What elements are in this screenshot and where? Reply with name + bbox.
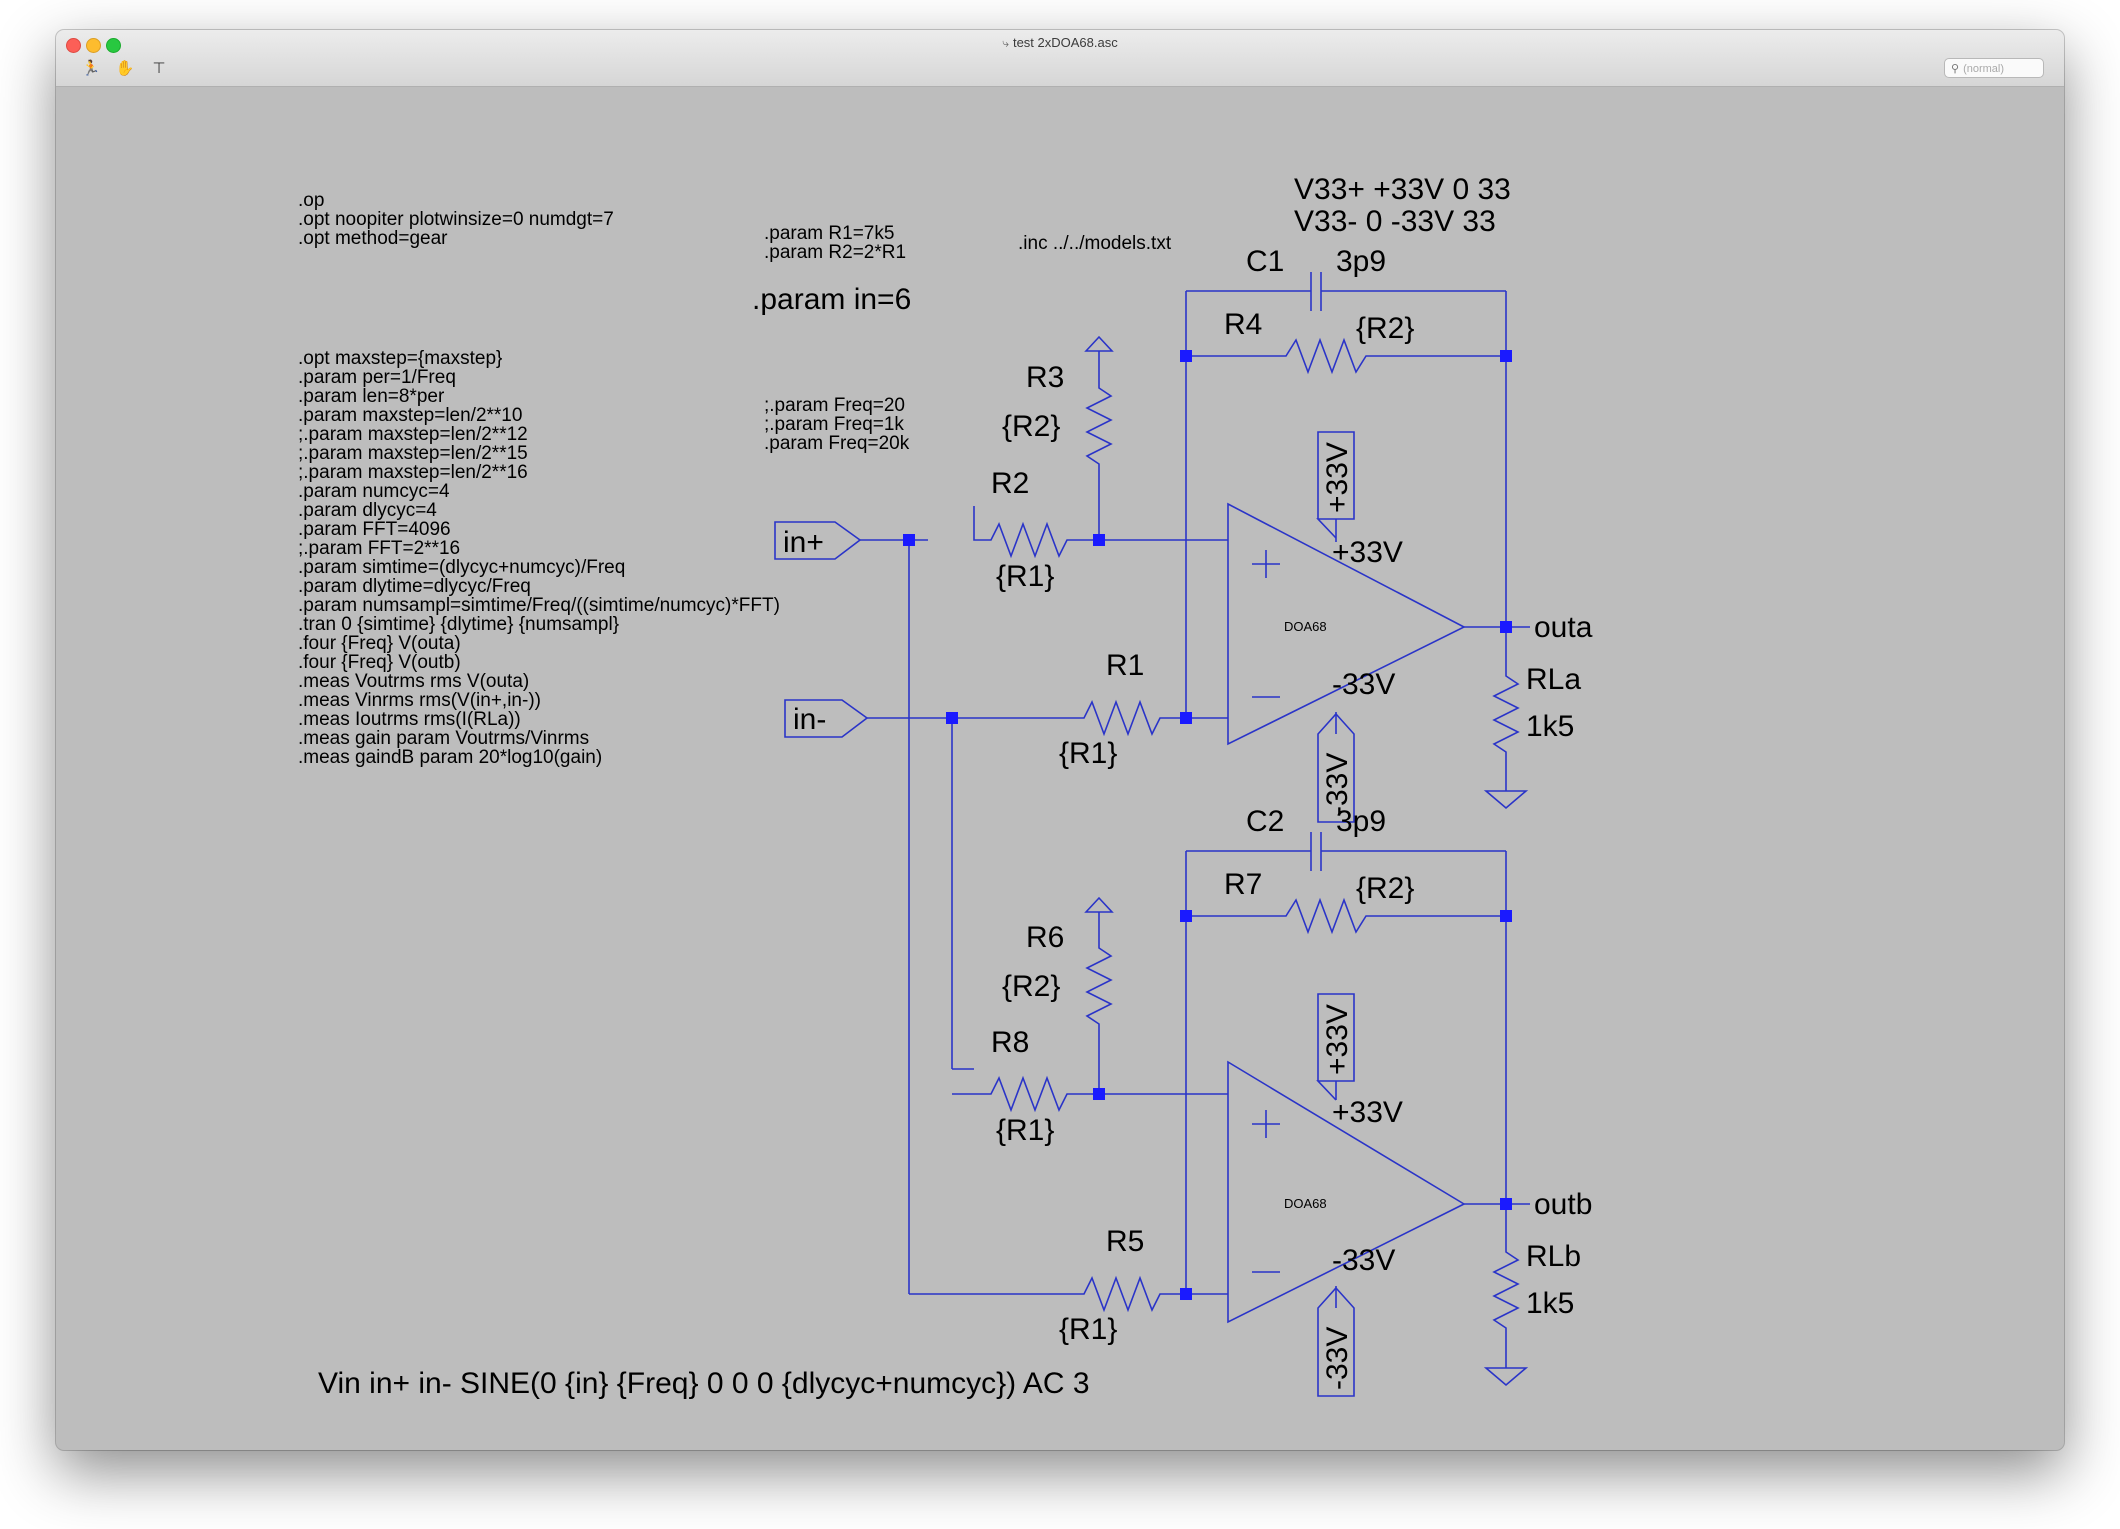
directive-line[interactable]: .meas Voutrms rms V(outa) <box>298 671 529 692</box>
directive-line[interactable]: .meas gain param Voutrms/Vinrms <box>298 728 589 749</box>
vin-source-directive[interactable]: Vin in+ in- SINE(0 {in} {Freq} 0 0 0 {dl… <box>318 1367 1090 1400</box>
rla-value[interactable]: 1k5 <box>1526 710 1574 743</box>
directive-line[interactable]: ;.param Freq=1k <box>764 414 904 435</box>
directive-line[interactable]: .param FFT=4096 <box>298 519 451 540</box>
window-title: ⤷test 2xDOA68.asc <box>1002 35 1118 50</box>
search-field[interactable]: ⚲(normal) <box>1944 58 2044 78</box>
freq-param-directives[interactable]: ;.param Freq=20 ;.param Freq=1k .param F… <box>764 395 910 454</box>
c2-label[interactable]: C2 <box>1246 805 1284 838</box>
directive-line[interactable]: .param R1=7k5 <box>764 223 894 244</box>
rlb-value[interactable]: 1k5 <box>1526 1287 1574 1320</box>
directive-line[interactable]: ;.param maxstep=len/2**15 <box>298 443 528 464</box>
c1-value[interactable]: 3p9 <box>1336 245 1386 278</box>
directive-line[interactable]: .param maxstep=len/2**10 <box>298 405 522 426</box>
directive-line[interactable]: .meas Vinrms rms(V(in+,in-)) <box>298 690 541 711</box>
rlb-label[interactable]: RLb <box>1526 1240 1581 1273</box>
directive-line[interactable]: .param dlycyc=4 <box>298 500 437 521</box>
directive-line[interactable]: .opt method=gear <box>298 228 448 249</box>
r6-value[interactable]: {R2} <box>1002 970 1060 1003</box>
directive-line[interactable]: .param Freq=20k <box>764 433 910 454</box>
r6-label[interactable]: R6 <box>1026 921 1064 954</box>
u1-vpos-label[interactable]: +33V <box>1332 536 1403 569</box>
directive-line[interactable]: .tran 0 {simtime} {dlytime} {numsampl} <box>298 614 619 635</box>
directive-line[interactable]: .four {Freq} V(outa) <box>298 633 461 654</box>
input-wires <box>908 539 1064 1295</box>
port-label: in- <box>793 703 826 736</box>
r5-label[interactable]: R5 <box>1106 1225 1144 1258</box>
ltspice-window: ⤷test 2xDOA68.asc 🏃 ✋ ⊤ ⚲(normal) .op .o… <box>56 30 2064 1450</box>
r7-value[interactable]: {R2} <box>1356 872 1414 905</box>
r3-label[interactable]: R3 <box>1026 361 1064 394</box>
probe-icon[interactable]: ⊤ <box>152 60 166 77</box>
directive-line[interactable]: .param R2=2*R1 <box>764 242 906 263</box>
close-window-button[interactable] <box>66 38 81 53</box>
r1-label[interactable]: R1 <box>1106 649 1144 682</box>
r-param-directives[interactable]: .param R1=7k5 .param R2=2*R1 <box>764 223 906 263</box>
u1-model-label[interactable]: DOA68 <box>1284 619 1327 634</box>
outa-net-label[interactable]: outa <box>1534 611 1593 644</box>
directive-line[interactable]: .meas gaindB param 20*log10(gain) <box>298 747 602 768</box>
r2-label[interactable]: R2 <box>991 467 1029 500</box>
r3-value[interactable]: {R2} <box>1002 410 1060 443</box>
directive-line[interactable]: ;.param Freq=20 <box>764 395 905 416</box>
r4-value[interactable]: {R2} <box>1356 312 1414 345</box>
r8-value[interactable]: {R1} <box>996 1114 1054 1147</box>
maximize-window-button[interactable] <box>106 38 121 53</box>
directive-line[interactable]: .param simtime=(dlycyc+numcyc)/Freq <box>298 557 625 578</box>
directive-line[interactable]: .meas Ioutrms rms(I(RLa)) <box>298 709 521 730</box>
supply-flag-pos-a[interactable]: +33V <box>1321 442 1354 513</box>
junction-dots <box>903 350 1512 1300</box>
u1-vneg-label[interactable]: -33V <box>1332 668 1395 701</box>
directive-line[interactable]: ;.param maxstep=len/2**16 <box>298 462 528 483</box>
directive-line[interactable]: .four {Freq} V(outb) <box>298 652 461 673</box>
include-directive[interactable]: .inc ../../models.txt <box>1018 233 1172 254</box>
r8-label[interactable]: R8 <box>991 1026 1029 1059</box>
port-in-minus[interactable]: in- <box>784 699 952 738</box>
directive-line[interactable]: .param numcyc=4 <box>298 481 450 502</box>
halt-hand-icon[interactable]: ✋ <box>115 60 135 77</box>
port-in-plus[interactable]: in+ <box>774 521 909 560</box>
spice-directives-top[interactable]: .op .opt noopiter plotwinsize=0 numdgt=7… <box>298 190 614 249</box>
c2-value[interactable]: 3p9 <box>1336 805 1386 838</box>
outb-net-label[interactable]: outb <box>1534 1188 1592 1221</box>
directive-line[interactable]: .opt noopiter plotwinsize=0 numdgt=7 <box>298 209 614 230</box>
u2-vpos-label[interactable]: +33V <box>1332 1096 1403 1129</box>
r4-label[interactable]: R4 <box>1224 308 1262 341</box>
schematic-canvas[interactable]: .op .opt noopiter plotwinsize=0 numdgt=7… <box>56 86 2064 1450</box>
supply-flag-neg-a[interactable]: -33V <box>1321 753 1354 816</box>
title-bar: ⤷test 2xDOA68.asc 🏃 ✋ ⊤ ⚲(normal) <box>56 30 2064 87</box>
amplifier-b[interactable] <box>952 832 1530 1397</box>
directive-line[interactable]: .param len=8*per <box>298 386 445 407</box>
directive-line[interactable]: ;.param maxstep=len/2**12 <box>298 424 528 445</box>
spice-directives-main[interactable]: .opt maxstep={maxstep} .param per=1/Freq… <box>298 348 780 768</box>
run-icon[interactable]: 🏃 <box>81 60 101 77</box>
directive-line[interactable]: .opt maxstep={maxstep} <box>298 348 502 369</box>
minimize-window-button[interactable] <box>86 38 101 53</box>
supply-directive[interactable]: V33+ +33V 0 33 <box>1294 173 1511 206</box>
param-in-directive[interactable]: .param in=6 <box>752 283 911 316</box>
rla-label[interactable]: RLa <box>1526 663 1581 696</box>
amplifier-a[interactable] <box>973 272 1530 823</box>
u2-vneg-label[interactable]: -33V <box>1332 1244 1395 1277</box>
directive-line[interactable]: .param numsampl=simtime/Freq/((simtime/n… <box>298 595 780 616</box>
r1-value[interactable]: {R1} <box>1059 737 1117 770</box>
directive-line[interactable]: .op <box>298 190 324 211</box>
r5-value[interactable]: {R1} <box>1059 1313 1117 1346</box>
port-label: in+ <box>783 526 824 559</box>
directive-line[interactable]: .param dlytime=dlycyc/Freq <box>298 576 531 597</box>
schematic-svg[interactable]: .op .opt noopiter plotwinsize=0 numdgt=7… <box>56 86 2064 1450</box>
search-icon: ⚲ <box>1951 63 1960 75</box>
directive-line[interactable]: ;.param FFT=2**16 <box>298 538 460 559</box>
c1-label[interactable]: C1 <box>1246 245 1284 278</box>
supply-flag-neg-b[interactable]: -33V <box>1321 1327 1354 1390</box>
r2-value[interactable]: {R1} <box>996 560 1054 593</box>
schematic-document-icon: ⤷ <box>1002 36 1009 50</box>
supply-directive[interactable]: V33- 0 -33V 33 <box>1294 205 1496 238</box>
r7-label[interactable]: R7 <box>1224 868 1262 901</box>
supply-flag-pos-b[interactable]: +33V <box>1321 1004 1354 1075</box>
directive-line[interactable]: .param per=1/Freq <box>298 367 456 388</box>
u2-model-label[interactable]: DOA68 <box>1284 1196 1327 1211</box>
